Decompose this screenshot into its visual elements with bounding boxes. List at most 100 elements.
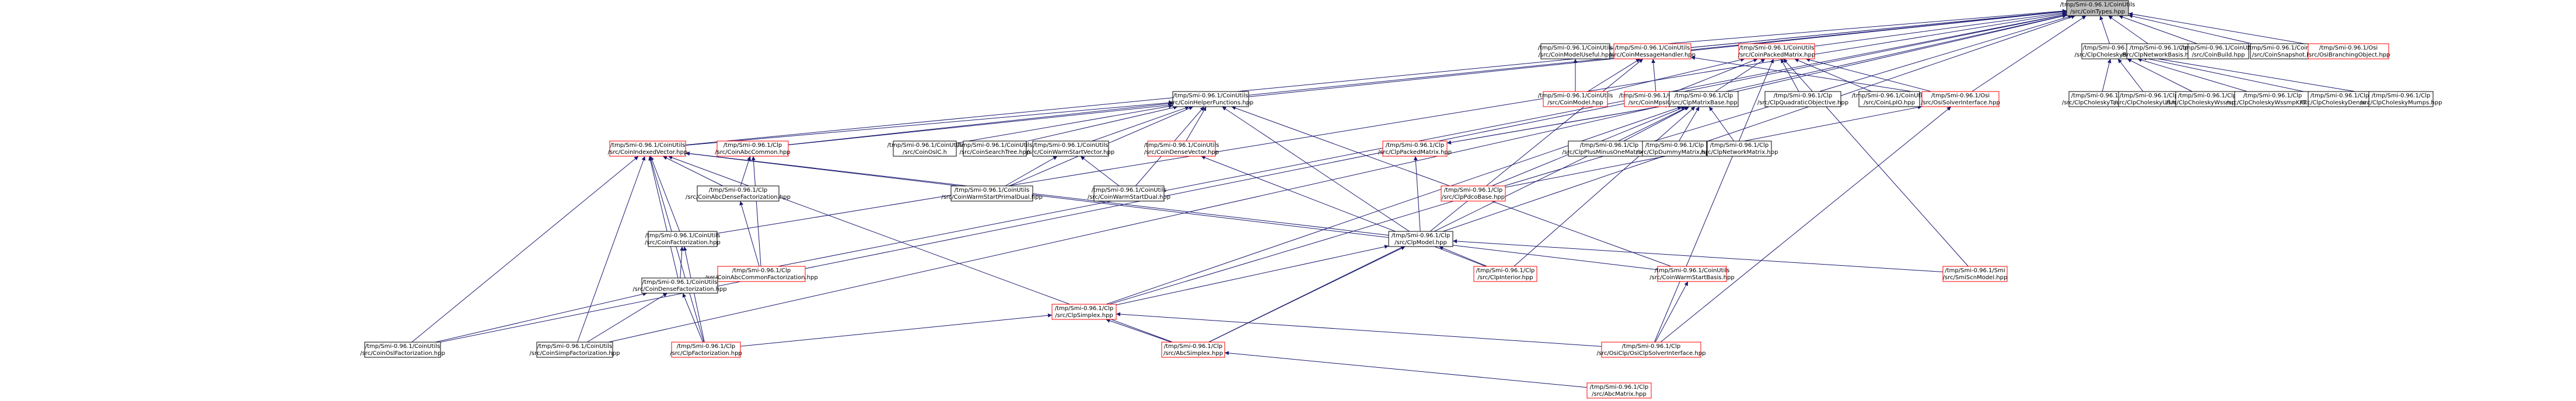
node-box[interactable] xyxy=(1161,342,1225,358)
node-root[interactable]: /tmp/Smi-0.96.1/CoinUtils/src/CoinTypes.… xyxy=(2060,0,2135,16)
node-osi[interactable]: /tmp/Smi-0.96.1/Osi/src/OsiSolverInterfa… xyxy=(1921,91,2000,107)
node-ocs[interactable]: /tmp/Smi-0.96.1/Clp/src/OsiClp/OsiClpSol… xyxy=(1596,342,1706,358)
node-box[interactable] xyxy=(1858,91,1920,107)
node-box[interactable] xyxy=(2175,91,2239,107)
node-box[interactable] xyxy=(1738,43,1815,59)
node-cwpd[interactable]: /tmp/Smi-0.96.1/CoinUtils/src/CoinWarmSt… xyxy=(941,185,1043,202)
node-file-label: /src/ClpPlusMinusOneMatrix.hpp xyxy=(1562,149,1656,156)
node-cadf[interactable]: /tmp/Smi-0.96.1/Clp/src/CoinAbcDenseFact… xyxy=(686,185,791,202)
node-box[interactable] xyxy=(536,342,613,358)
node-cof[interactable]: /tmp/Smi-0.96.1/CoinUtils/src/CoinOslFac… xyxy=(360,342,445,358)
node-box[interactable] xyxy=(1942,266,2008,282)
node-ccm[interactable]: /tmp/Smi-0.96.1/Clp/src/ClpCholeskyMumps… xyxy=(2360,91,2442,107)
node-box[interactable] xyxy=(1543,91,1608,107)
node-box[interactable] xyxy=(2126,43,2191,59)
node-box[interactable] xyxy=(950,185,1033,202)
node-box[interactable] xyxy=(717,266,806,282)
node-box[interactable] xyxy=(1764,91,1841,107)
node-cmod[interactable]: /tmp/Smi-0.96.1/Clp/src/ClpModel.hpp xyxy=(1388,231,1453,247)
node-box[interactable] xyxy=(2308,91,2372,107)
node-cbd[interactable]: /tmp/Smi-0.96.1/CoinUtils/src/CoinBuild.… xyxy=(2181,43,2256,59)
node-cmo[interactable]: /tmp/Smi-0.96.1/CoinUtils/src/CoinModel.… xyxy=(1538,91,1613,107)
node-path-label: /tmp/Smi-0.96.1/CoinUtils xyxy=(537,343,613,350)
node-civ[interactable]: /tmp/Smi-0.96.1/CoinUtils/src/CoinIndexe… xyxy=(608,140,687,157)
node-clp2[interactable]: /tmp/Smi-0.96.1/CoinUtils/src/CoinLpIO.h… xyxy=(1852,91,1927,107)
node-box[interactable] xyxy=(1382,140,1448,157)
node-chf[interactable]: /tmp/Smi-0.96.1/CoinUtils/src/CoinHelper… xyxy=(1168,91,1254,107)
node-cpmx[interactable]: /tmp/Smi-0.96.1/Clp/src/ClpPackedMatrix.… xyxy=(1378,140,1452,157)
node-box[interactable] xyxy=(609,140,686,157)
edge-cmh-cmi xyxy=(1651,58,1656,92)
node-ccw[interactable]: /tmp/Smi-0.96.1/Clp/src/ClpCholeskyWssmp… xyxy=(2166,91,2249,107)
node-asx[interactable]: /tmp/Smi-0.96.1/Clp/src/AbcSimplex.hpp xyxy=(1161,342,1225,358)
node-coc[interactable]: /tmp/Smi-0.96.1/CoinUtils/src/CoinOslC.h xyxy=(887,140,963,157)
node-cint[interactable]: /tmp/Smi-0.96.1/Clp/src/ClpInterior.hpp xyxy=(1473,266,1537,282)
node-file-label: /src/ClpModel.hpp xyxy=(1394,240,1447,246)
node-cwsv[interactable]: /tmp/Smi-0.96.1/CoinUtils/src/CoinWarmSt… xyxy=(1027,140,1114,157)
node-box[interactable] xyxy=(1093,185,1165,202)
node-box[interactable] xyxy=(1473,266,1537,282)
node-csx[interactable]: /tmp/Smi-0.96.1/Clp/src/ClpSimplex.hpp xyxy=(1051,304,1117,320)
node-box[interactable] xyxy=(641,277,718,294)
node-box[interactable] xyxy=(2368,91,2434,107)
node-box[interactable] xyxy=(1669,91,1739,107)
node-box[interactable] xyxy=(648,231,718,247)
node-cmu[interactable]: /tmp/Smi-0.96.1/CoinUtils/src/CoinModelU… xyxy=(1538,43,1613,59)
node-cac[interactable]: /tmp/Smi-0.96.1/Clp/src/CoinAbcCommon.hp… xyxy=(715,140,791,157)
node-box[interactable] xyxy=(1657,266,1727,282)
node-cacf[interactable]: /tmp/Smi-0.96.1/Clp/src/CoinAbcCommonFac… xyxy=(705,266,818,282)
node-ccd[interactable]: /tmp/Smi-0.96.1/Clp/src/ClpCholeskyDense… xyxy=(2300,91,2379,107)
node-file-label: /src/ClpQuadraticObjective.hpp xyxy=(1757,100,1848,106)
node-cpom[interactable]: /tmp/Smi-0.96.1/Clp/src/ClpPlusMinusOneM… xyxy=(1562,140,1656,157)
node-box[interactable] xyxy=(2308,43,2389,59)
node-box[interactable] xyxy=(671,342,741,358)
node-box[interactable] xyxy=(716,140,789,157)
node-box[interactable] xyxy=(963,140,1027,157)
node-box[interactable] xyxy=(1051,304,1117,320)
node-box[interactable] xyxy=(1032,140,1109,157)
node-cdf[interactable]: /tmp/Smi-0.96.1/CoinUtils/src/CoinDenseF… xyxy=(632,277,727,294)
node-box[interactable] xyxy=(1613,43,1691,59)
node-box[interactable] xyxy=(1568,140,1651,157)
node-box[interactable] xyxy=(893,140,957,157)
node-amx[interactable]: /tmp/Smi-0.96.1/Clp/src/AbcMatrix.hpp xyxy=(1586,382,1652,399)
node-csn[interactable]: /tmp/Smi-0.96.1/CoinUtils/src/CoinSnapsh… xyxy=(2248,43,2323,59)
node-cdv[interactable]: /tmp/Smi-0.96.1/CoinUtils/src/CoinDenseV… xyxy=(1144,140,1219,157)
node-cfac[interactable]: /tmp/Smi-0.96.1/Clp/src/ClpFactorization… xyxy=(670,342,742,358)
node-cst[interactable]: /tmp/Smi-0.96.1/CoinUtils/src/CoinSearch… xyxy=(957,140,1033,157)
node-obo[interactable]: /tmp/Smi-0.96.1/Osi/src/OsiBranchingObje… xyxy=(2307,43,2390,59)
node-box[interactable] xyxy=(1707,140,1772,157)
node-box[interactable] xyxy=(1540,43,1610,59)
node-box[interactable] xyxy=(697,185,780,202)
node-cnm[interactable]: /tmp/Smi-0.96.1/Clp/src/ClpNetworkMatrix… xyxy=(1701,140,1778,157)
edge-root-osi xyxy=(1972,15,2086,92)
node-cwsd[interactable]: /tmp/Smi-0.96.1/CoinUtils/src/CoinWarmSt… xyxy=(1088,185,1170,202)
node-box[interactable] xyxy=(1601,342,1701,358)
node-cqo[interactable]: /tmp/Smi-0.96.1/Clp/src/ClpQuadraticObje… xyxy=(1757,91,1848,107)
node-box[interactable] xyxy=(364,342,441,358)
node-csf[interactable]: /tmp/Smi-0.96.1/CoinUtils/src/CoinSimpFa… xyxy=(530,342,620,358)
node-cwsb[interactable]: /tmp/Smi-0.96.1/CoinUtils/src/CoinWarmSt… xyxy=(1649,266,1735,282)
node-box[interactable] xyxy=(1388,231,1453,247)
node-box[interactable] xyxy=(2250,43,2320,59)
node-box[interactable] xyxy=(2187,43,2249,59)
node-path-label: /tmp/Smi-0.96.1/Clp xyxy=(709,187,768,194)
node-box[interactable] xyxy=(1441,185,1506,202)
node-box[interactable] xyxy=(1147,140,1216,157)
node-cmh[interactable]: /tmp/Smi-0.96.1/CoinUtils/src/CoinMessag… xyxy=(1609,43,1696,59)
node-cpm[interactable]: /tmp/Smi-0.96.1/CoinUtils/src/CoinPacked… xyxy=(1738,43,1815,59)
node-smi[interactable]: /tmp/Smi-0.96.1/Smi/src/SmiScnModel.hpp xyxy=(1942,266,2008,282)
node-box[interactable] xyxy=(2066,0,2129,16)
node-cpb[interactable]: /tmp/Smi-0.96.1/Clp/src/ClpPdcoBase.hpp xyxy=(1441,185,1506,202)
node-box[interactable] xyxy=(1172,91,1249,107)
node-box[interactable] xyxy=(1642,140,1707,157)
node-cnb[interactable]: /tmp/Smi-0.96.1/Clp/src/ClpNetworkBasis.… xyxy=(2121,43,2196,59)
node-cfa[interactable]: /tmp/Smi-0.96.1/CoinUtils/src/CoinFactor… xyxy=(645,231,721,247)
node-box[interactable] xyxy=(1586,382,1652,399)
node-file-label: /src/CoinWarmStartBasis.hpp xyxy=(1649,275,1734,281)
node-cdm[interactable]: /tmp/Smi-0.96.1/Clp/src/ClpDummyMatrix.h… xyxy=(1637,140,1713,157)
node-cmb[interactable]: /tmp/Smi-0.96.1/Clp/src/ClpMatrixBase.hp… xyxy=(1669,91,1739,107)
node-file-label: /src/CoinBuild.hpp xyxy=(2192,52,2245,58)
node-box[interactable] xyxy=(1921,91,2000,107)
